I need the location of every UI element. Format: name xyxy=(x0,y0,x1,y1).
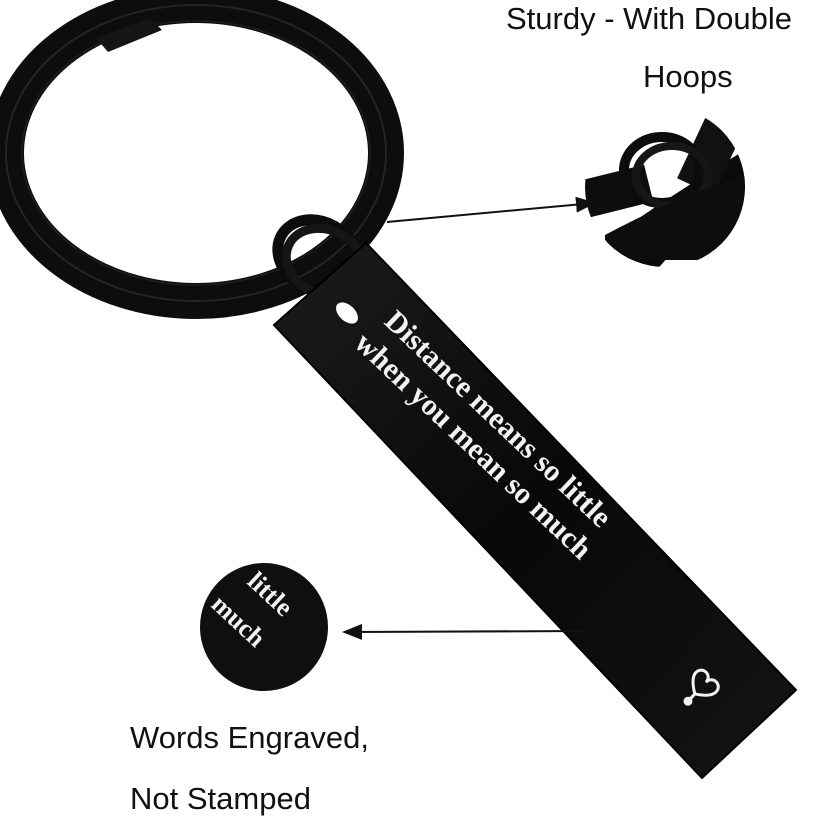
callout-arrow-engraving xyxy=(342,623,585,640)
bar-tag: Distance means so little when you mean s… xyxy=(272,241,798,780)
zoom-detail-engraving: little much xyxy=(200,563,328,691)
zoom-detail-hoops xyxy=(585,107,745,267)
tag-hole xyxy=(336,302,358,324)
callout-arrow-hoops xyxy=(386,196,596,223)
callout-hoops-line-1: Sturdy - With Double xyxy=(506,1,792,36)
heart-icon xyxy=(683,668,720,706)
callout-engraved-line-2: Not Stamped xyxy=(130,781,311,816)
callout-engraved-line-1: Words Engraved, xyxy=(130,720,369,755)
split-key-ring xyxy=(0,0,404,319)
callout-hoops-line-2: Hoops xyxy=(643,59,733,94)
